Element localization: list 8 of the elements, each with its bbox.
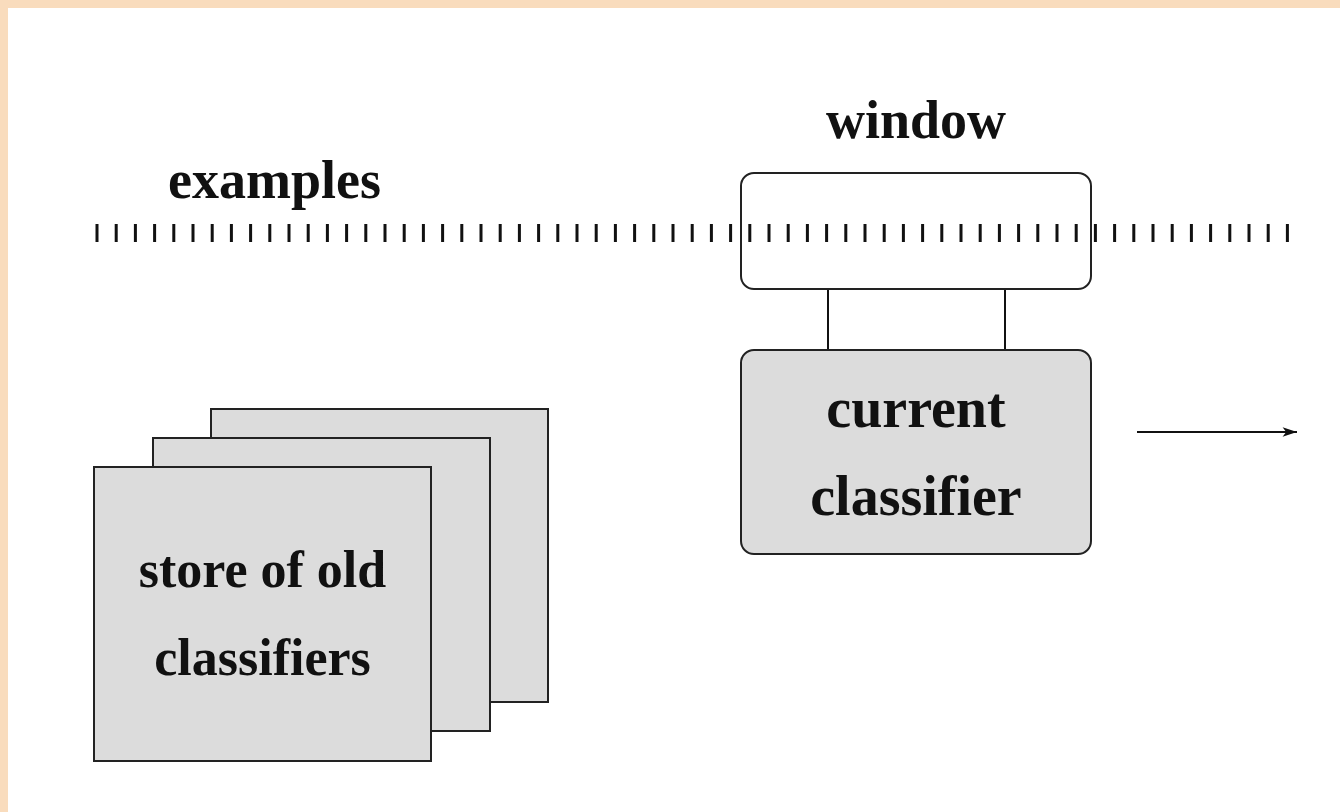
- axis-label: examples: [168, 150, 381, 210]
- card-label: store of old classifiers: [137, 540, 388, 688]
- classifier-box: [740, 349, 1092, 555]
- connector-line: [827, 289, 829, 350]
- arrow: [1136, 427, 1298, 437]
- connector-line: [1004, 289, 1006, 350]
- box-label: current classifier: [809, 376, 1023, 529]
- window-heading: window: [825, 90, 1007, 150]
